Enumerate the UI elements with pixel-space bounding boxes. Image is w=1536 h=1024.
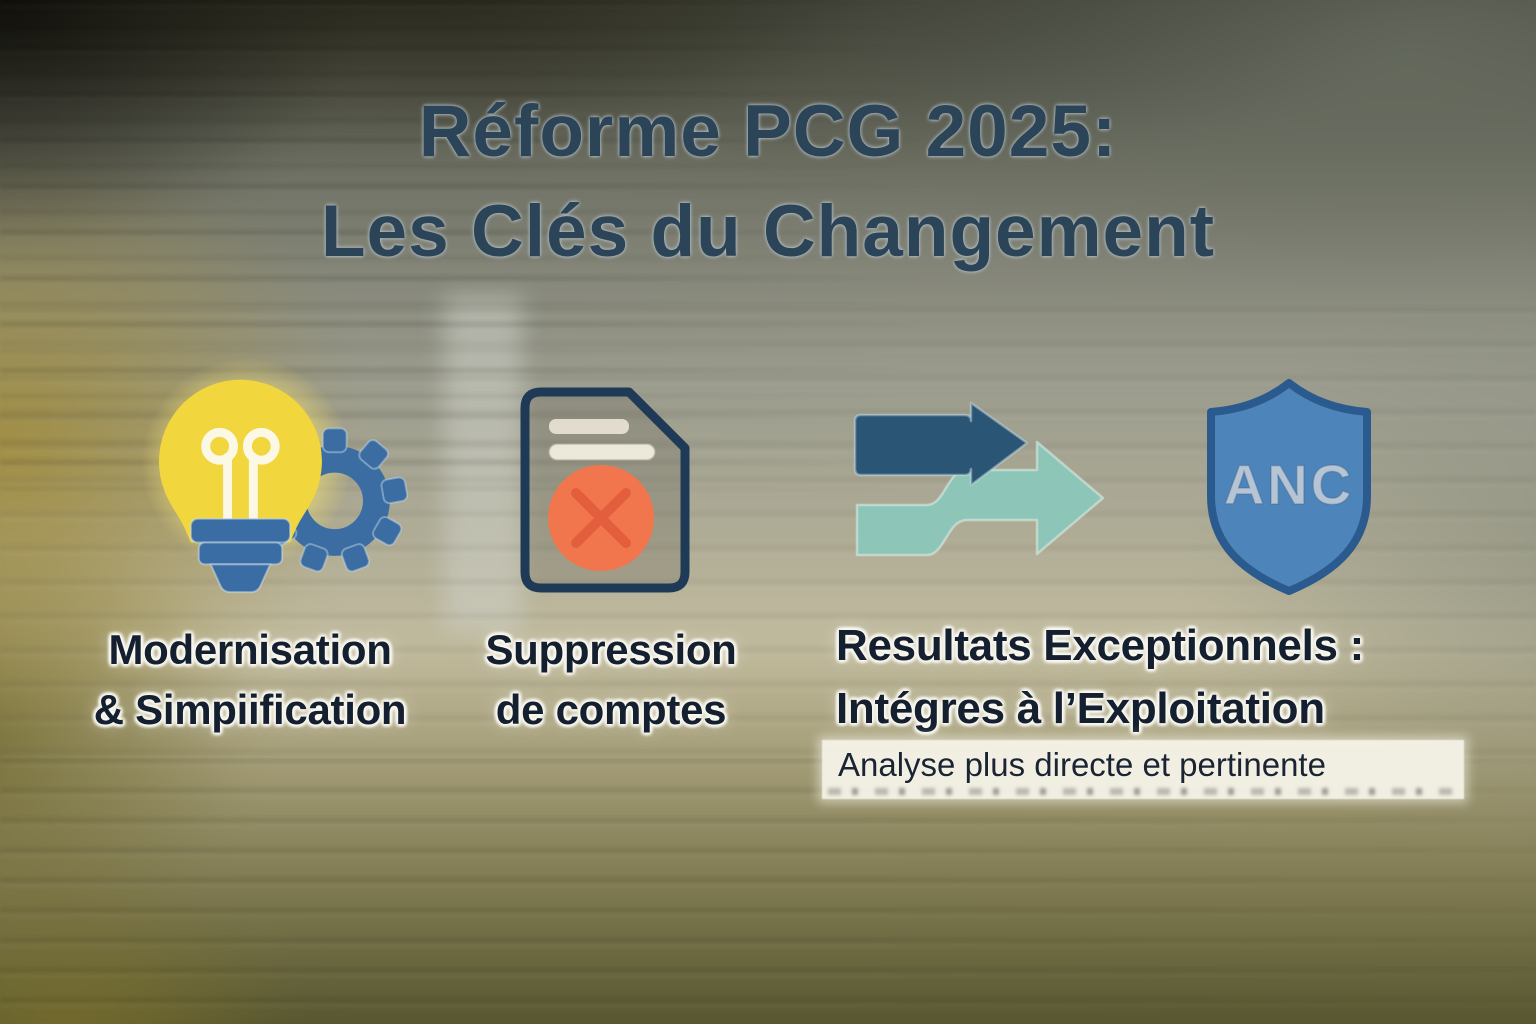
document-text-line (549, 419, 629, 434)
subtitle-background-strip (822, 740, 1464, 799)
lightbulb-shape (159, 379, 322, 594)
cross-icon (571, 488, 631, 548)
dark-straight-arrow (853, 401, 1029, 487)
label-line: & Simpiification (93, 686, 407, 733)
blurred-microtext (828, 788, 1454, 795)
teal-bend-arrow (855, 440, 1105, 557)
label-modernisation: Modernisation & Simpiification (38, 620, 462, 740)
page-title-line2: Les Clés du Changement (320, 191, 1216, 272)
label-line: Intégres à l’Exploitation (836, 684, 1325, 733)
anc-badge-text: ANC (1224, 453, 1354, 516)
bulb-base (189, 517, 292, 594)
label-resultats: Resultats Exceptionnels : Intégres à l’E… (836, 614, 1476, 740)
label-line: Resultats Exceptionnels : (836, 621, 1364, 670)
streak-overlay-bottom (0, 757, 1536, 1024)
label-suppression: Suppression de comptes (450, 620, 772, 740)
shield-shape (1207, 379, 1371, 595)
document-crossed-icon (520, 387, 690, 593)
page-title: Réforme PCG 2025: Les Clés du Changement (0, 82, 1536, 282)
gear-shape (261, 427, 409, 573)
anc-shield-icon: ANC (1207, 379, 1371, 595)
label-line: Modernisation (108, 626, 392, 673)
double-arrow-icon (853, 401, 1105, 557)
page-title-line1: Réforme PCG 2025: (418, 91, 1118, 172)
light-vertical-strip (444, 296, 522, 632)
label-line: de comptes (495, 686, 727, 733)
document-text-line (548, 443, 656, 461)
label-line: Suppression (485, 626, 737, 673)
label-resultats-subtitle: Analyse plus directe et pertinente (838, 746, 1326, 783)
filament (201, 427, 280, 526)
lightbulb-gear-icon (141, 357, 409, 594)
